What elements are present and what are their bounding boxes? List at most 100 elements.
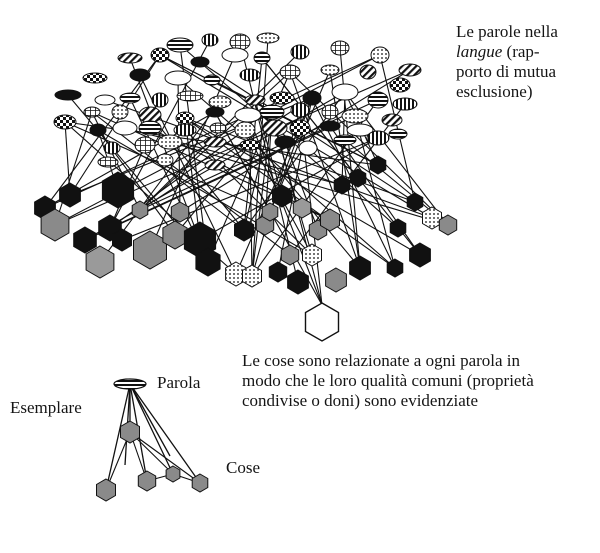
thing-hexagon (131, 200, 149, 220)
word-oval (119, 92, 141, 104)
thing-hexagon (325, 267, 347, 293)
legend-diagram (96, 378, 209, 502)
word-oval (331, 83, 359, 101)
thing-hexagon (292, 197, 312, 219)
word-oval (290, 102, 310, 118)
thing-hexagon (438, 214, 458, 236)
word-oval (359, 64, 377, 80)
word-oval (320, 64, 340, 76)
word-oval (262, 119, 288, 137)
legend-line (129, 383, 171, 457)
langue-caption: Le parole nella langue (rap- porto di mu… (456, 22, 596, 102)
thing-hexagon (320, 208, 340, 232)
connection-line (239, 41, 299, 283)
legend-thing-hexagon (96, 478, 116, 502)
word-oval (274, 135, 296, 149)
cose-caption: Le cose sono relazionate a ogni parola i… (242, 351, 592, 411)
thing-hexagon (73, 226, 97, 254)
cose-caption-line-1: Le cose sono relazionate a ogni parola i… (242, 351, 521, 370)
thing-hexagon (369, 155, 387, 175)
cose-caption-line-2: modo che le loro qualità comuni (proprie… (242, 371, 534, 390)
langue-caption-line-2-rest: (rap- (502, 42, 540, 61)
word-oval (164, 70, 192, 86)
word-oval (269, 91, 295, 105)
word-oval (388, 128, 408, 140)
legend-label-esemplare: Esemplare (10, 398, 82, 417)
word-oval (389, 77, 411, 93)
word-oval (298, 140, 318, 156)
legend-label-parola: Parola (157, 373, 201, 392)
word-oval (239, 68, 261, 82)
legend-label-cose: Cose (226, 458, 260, 477)
connection-line (149, 114, 245, 231)
word-oval (203, 136, 227, 148)
word-oval (54, 89, 82, 101)
connection-line (249, 144, 253, 277)
cose-caption-line-3: condivise o doni) sono evidenziate (242, 391, 479, 410)
word-oval (289, 119, 311, 137)
word-oval (138, 120, 162, 136)
word-oval (203, 74, 221, 86)
word-oval (117, 52, 143, 64)
word-oval (103, 141, 121, 155)
langue-caption-line-2: langue (rap- (456, 42, 596, 62)
thing-hexagon (349, 255, 371, 281)
word-oval (89, 123, 107, 137)
word-oval (209, 122, 227, 134)
thing-hexagon (242, 264, 262, 288)
thing-hexagon (268, 261, 288, 283)
legend-thing-hexagon (120, 420, 140, 444)
legend-thing-hexagon (191, 473, 209, 493)
langue-caption-line-1: Le parole nella (456, 22, 558, 41)
word-oval (176, 90, 204, 102)
thing-hexagon (195, 247, 221, 277)
thing-hexagon (261, 202, 279, 222)
word-oval (112, 120, 138, 136)
word-oval (319, 120, 341, 132)
word-oval (392, 97, 418, 111)
word-ovals (53, 32, 422, 171)
thing-hexagon (349, 168, 367, 188)
word-oval (204, 159, 226, 171)
legend-line (129, 431, 201, 484)
legend-line (129, 383, 201, 484)
legend-line (105, 431, 131, 491)
thing-hexagon (406, 192, 424, 212)
connection-line (354, 115, 396, 269)
word-oval (346, 123, 374, 137)
thing-hexagon (85, 245, 115, 279)
thing-hexagon (409, 242, 431, 268)
word-oval (156, 153, 174, 167)
word-oval (190, 56, 210, 68)
word-oval (381, 113, 403, 127)
word-oval (157, 134, 183, 150)
thing-hexagon (59, 182, 81, 208)
connection-line (174, 144, 251, 236)
thing-hexagon (302, 243, 322, 267)
thing-hexagon (170, 201, 190, 223)
connection-line (169, 141, 449, 226)
word-oval (234, 121, 256, 139)
langue-caption-line-4: esclusione) (456, 82, 533, 101)
exemplar-hexagon (304, 302, 340, 342)
word-oval (366, 130, 390, 146)
connection-line (64, 121, 271, 213)
thing-hexagon (234, 218, 254, 242)
word-oval (134, 136, 156, 154)
thing-hexagons (34, 155, 458, 342)
word-oval (151, 92, 169, 108)
word-oval (205, 106, 225, 118)
thing-hexagon (133, 230, 167, 270)
thing-hexagon (422, 206, 442, 230)
word-oval (253, 51, 271, 65)
word-oval (201, 33, 219, 47)
word-oval (208, 95, 232, 109)
word-oval (370, 46, 390, 64)
thing-hexagon (333, 175, 351, 195)
thing-hexagon (389, 218, 407, 238)
thing-hexagon (280, 244, 300, 266)
word-oval (166, 37, 194, 53)
word-oval (94, 94, 116, 106)
